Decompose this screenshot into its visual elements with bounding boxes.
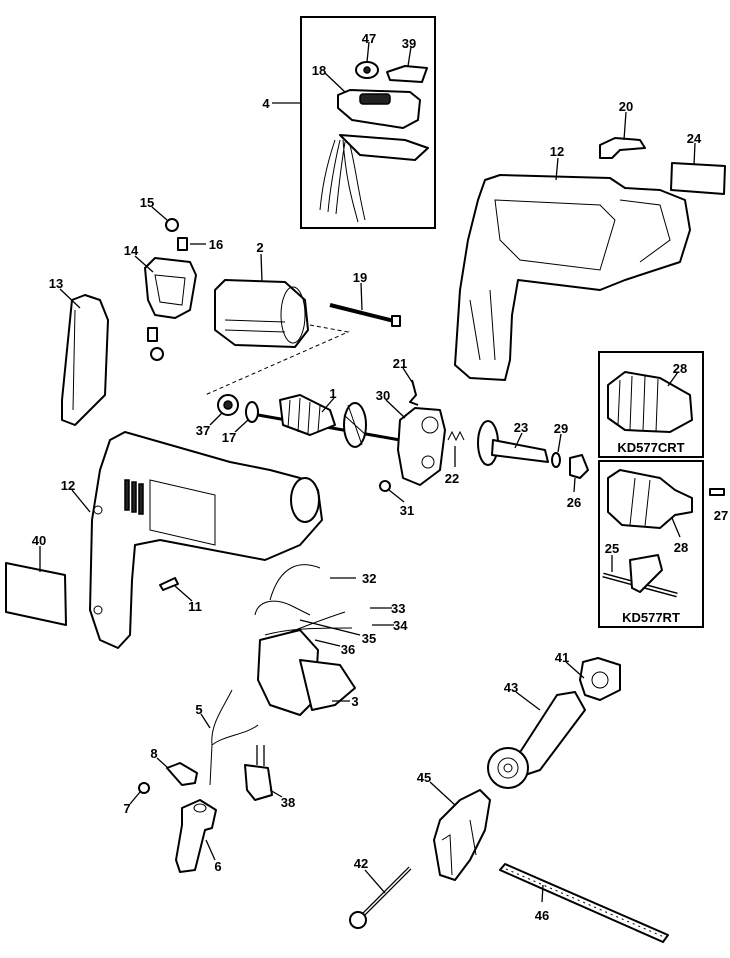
label-12-left: 12 (61, 478, 75, 493)
label-14: 14 (124, 243, 139, 258)
part-40-label (5, 546, 67, 626)
part-17-washer (234, 401, 259, 433)
label-2: 2 (256, 240, 263, 255)
label-25: 25 (605, 541, 619, 556)
part-12-housing-right (454, 157, 691, 381)
label-7: 7 (123, 801, 130, 816)
label-21: 21 (393, 356, 407, 371)
part-24-nameplate (670, 142, 726, 195)
part-21-clip (402, 367, 419, 406)
leader-35 (299, 619, 361, 636)
part-19-screw (329, 282, 401, 327)
part-labels: 47 39 18 4 20 24 12 15 16 14 2 19 13 21 … (32, 31, 728, 923)
label-23: 23 (514, 420, 528, 435)
part-1-armature (257, 394, 401, 448)
part-45-handle-clamp (429, 781, 491, 881)
label-43: 43 (504, 680, 518, 695)
part-28-keyed-chuck (607, 469, 693, 538)
label-19: 19 (353, 270, 367, 285)
part-7-screw (129, 782, 150, 805)
leader-36 (314, 639, 341, 647)
label-30: 30 (376, 388, 390, 403)
label-8: 8 (150, 746, 157, 761)
keyless-chuck-box (598, 351, 704, 458)
label-47: 47 (362, 31, 376, 46)
part-28-keyless-chuck (607, 371, 693, 433)
part-8-cord-clamp (156, 757, 198, 786)
switch-assembly-box (300, 16, 436, 229)
label-26: 26 (567, 495, 581, 510)
label-11: 11 (188, 599, 202, 614)
label-34: 34 (393, 618, 408, 633)
label-37: 37 (196, 423, 210, 438)
label-33: 33 (391, 601, 405, 616)
label-1: 1 (329, 386, 336, 401)
part-41-nut (565, 657, 621, 701)
model-label-kd577rt: KD577RT (622, 610, 680, 625)
label-13: 13 (49, 276, 63, 291)
label-24: 24 (687, 131, 702, 146)
part-29-washer (551, 433, 562, 468)
label-12-right: 12 (550, 144, 564, 159)
part-42-bolt (349, 866, 412, 929)
part-25-chuck-key (602, 554, 678, 598)
part-brush-lower (147, 327, 164, 361)
part-13-cover (59, 288, 109, 426)
part-38-capacitor (244, 745, 283, 801)
label-40: 40 (32, 533, 46, 548)
part-16-brush (177, 237, 206, 251)
part-46-depth-rod (499, 863, 669, 943)
part-15-brush-cap (151, 206, 179, 232)
part-3-switch (254, 564, 356, 716)
part-4-wiring (319, 134, 429, 223)
label-15: 15 (140, 195, 154, 210)
part-43-side-handle (487, 691, 586, 789)
keyed-chuck-box (598, 460, 704, 628)
label-35: 35 (362, 631, 376, 646)
part-26-collar (569, 454, 589, 493)
assembly-line (204, 324, 350, 396)
label-4: 4 (262, 96, 270, 111)
label-28-keyed: 28 (674, 540, 688, 555)
label-38: 38 (281, 795, 295, 810)
label-39: 39 (402, 36, 416, 51)
label-31: 31 (400, 503, 414, 518)
part-37-bearing (209, 394, 239, 426)
label-22: 22 (445, 471, 459, 486)
label-36: 36 (341, 642, 355, 657)
label-46: 46 (535, 908, 549, 923)
part-5-cord (200, 689, 259, 786)
part-47-knob (355, 41, 379, 79)
part-39-label (386, 46, 428, 83)
label-41: 41 (555, 650, 569, 665)
part-6-cord-protector (175, 799, 217, 873)
label-20: 20 (619, 99, 633, 114)
part-18-switch-housing (324, 72, 421, 129)
model-label-kd577crt: KD577CRT (617, 440, 684, 455)
part-31-screw (379, 480, 405, 503)
label-17: 17 (222, 430, 236, 445)
label-45: 45 (417, 770, 431, 785)
part-20-switch-button (599, 111, 646, 159)
label-18: 18 (312, 63, 326, 78)
label-16: 16 (209, 237, 223, 252)
label-32: 32 (362, 571, 376, 586)
label-29: 29 (554, 421, 568, 436)
label-42: 42 (354, 856, 368, 871)
label-6: 6 (214, 859, 221, 874)
label-5: 5 (195, 702, 202, 717)
part-2-field (214, 253, 309, 348)
part-27-screw (709, 488, 725, 496)
part-12-housing-left (71, 431, 323, 649)
part-30-gear-plate (385, 399, 446, 486)
part-22-spring (447, 430, 465, 467)
label-28-keyless: 28 (673, 361, 687, 376)
part-14-brush-holder (134, 255, 197, 319)
part-23-spindle-gear (477, 420, 549, 466)
label-3: 3 (351, 694, 358, 709)
part-11-screw (159, 577, 193, 602)
label-27: 27 (714, 508, 728, 523)
